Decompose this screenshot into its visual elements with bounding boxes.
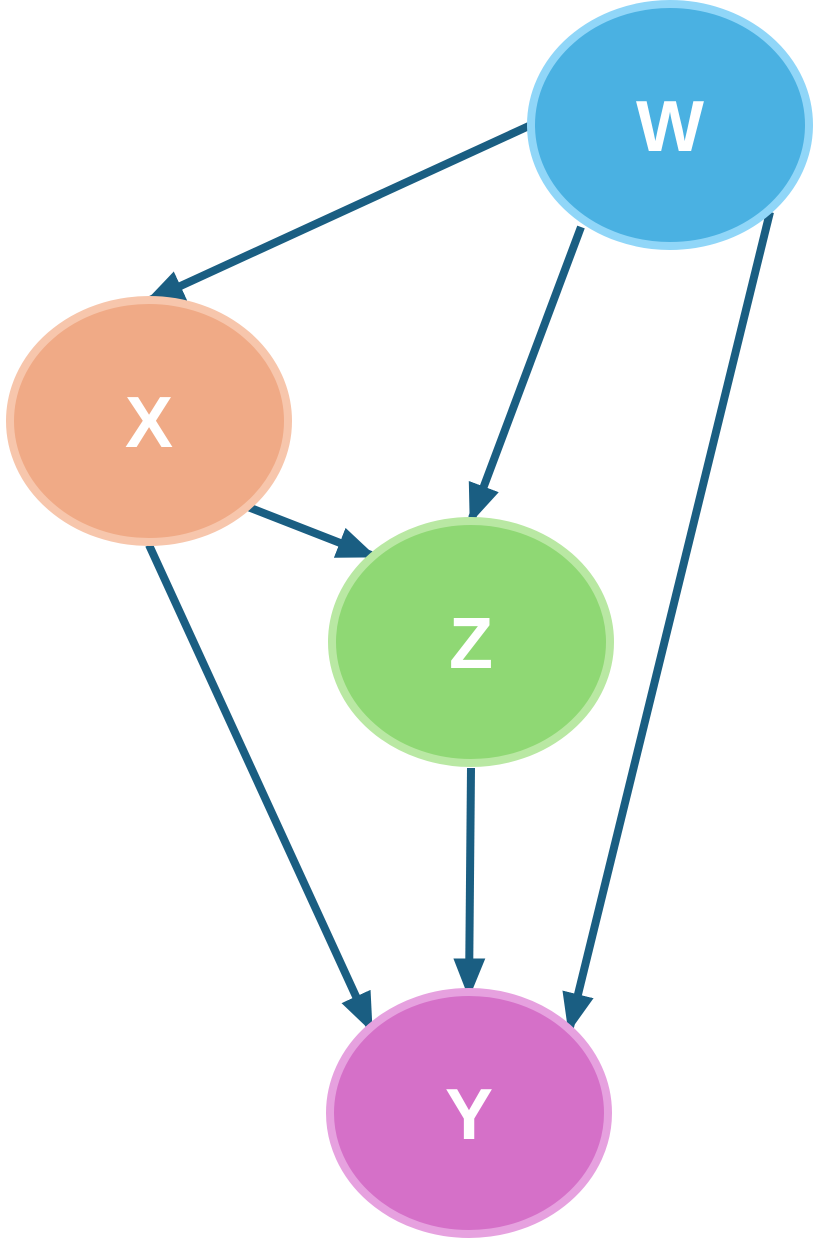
- node-w-shape: [527, 0, 813, 250]
- node-w: W: [527, 0, 813, 250]
- node-w-label: W: [636, 87, 704, 167]
- node-x-shape: [6, 296, 292, 546]
- edge-z-to-y: [453, 767, 486, 999]
- edge-w-to-z: [468, 225, 585, 524]
- node-z-shape: [328, 517, 614, 767]
- node-y: Y: [326, 988, 612, 1238]
- node-x-label: X: [125, 383, 173, 463]
- edges: [144, 121, 774, 1034]
- node-z: Z: [328, 517, 614, 767]
- node-y-label: Y: [445, 1075, 493, 1155]
- node-z-label: Z: [449, 604, 493, 684]
- edge-x-to-z: [246, 503, 377, 559]
- edge-x-to-y: [145, 543, 374, 1033]
- edge-w-to-y: [562, 211, 774, 1034]
- node-x: X: [6, 296, 292, 546]
- edge-w-to-x: [144, 121, 533, 304]
- node-y-shape: [326, 988, 612, 1238]
